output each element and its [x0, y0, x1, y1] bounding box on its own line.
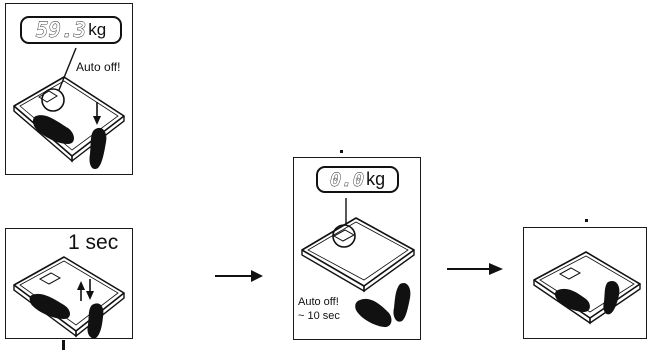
zero-value: 0.0 [329, 168, 365, 191]
auto-off-label: Auto off! [76, 60, 121, 74]
top-marker [585, 219, 588, 222]
scale-idle-illustration [533, 251, 641, 325]
panel-weigh-result: 59.3 kg Auto off! [5, 3, 133, 175]
zero-unit: kg [366, 169, 386, 189]
zero-display: 0.0 kg [316, 166, 399, 193]
right-arrow-icon [447, 263, 503, 275]
top-marker [340, 150, 343, 153]
panel-zero-reading: 0.0 kg Auto off! ~ 10 sec [293, 157, 421, 340]
weight-value: 59.3 [35, 18, 87, 42]
weight-unit: kg [88, 20, 107, 39]
weight-display: 59.3 kg [20, 16, 122, 44]
panel-idle-scale [523, 227, 647, 339]
right-arrow-icon [215, 270, 263, 282]
auto-off-label-2: Auto off! [298, 296, 339, 308]
scale-illustration [13, 47, 125, 170]
scale-step-illustration [13, 256, 125, 339]
corner-mark [62, 340, 65, 350]
panel-step-timing: 1 sec [5, 228, 133, 339]
scale-zero-illustration [301, 198, 415, 328]
auto-off-duration: ~ 10 sec [298, 310, 340, 322]
time-label: 1 sec [68, 231, 119, 254]
